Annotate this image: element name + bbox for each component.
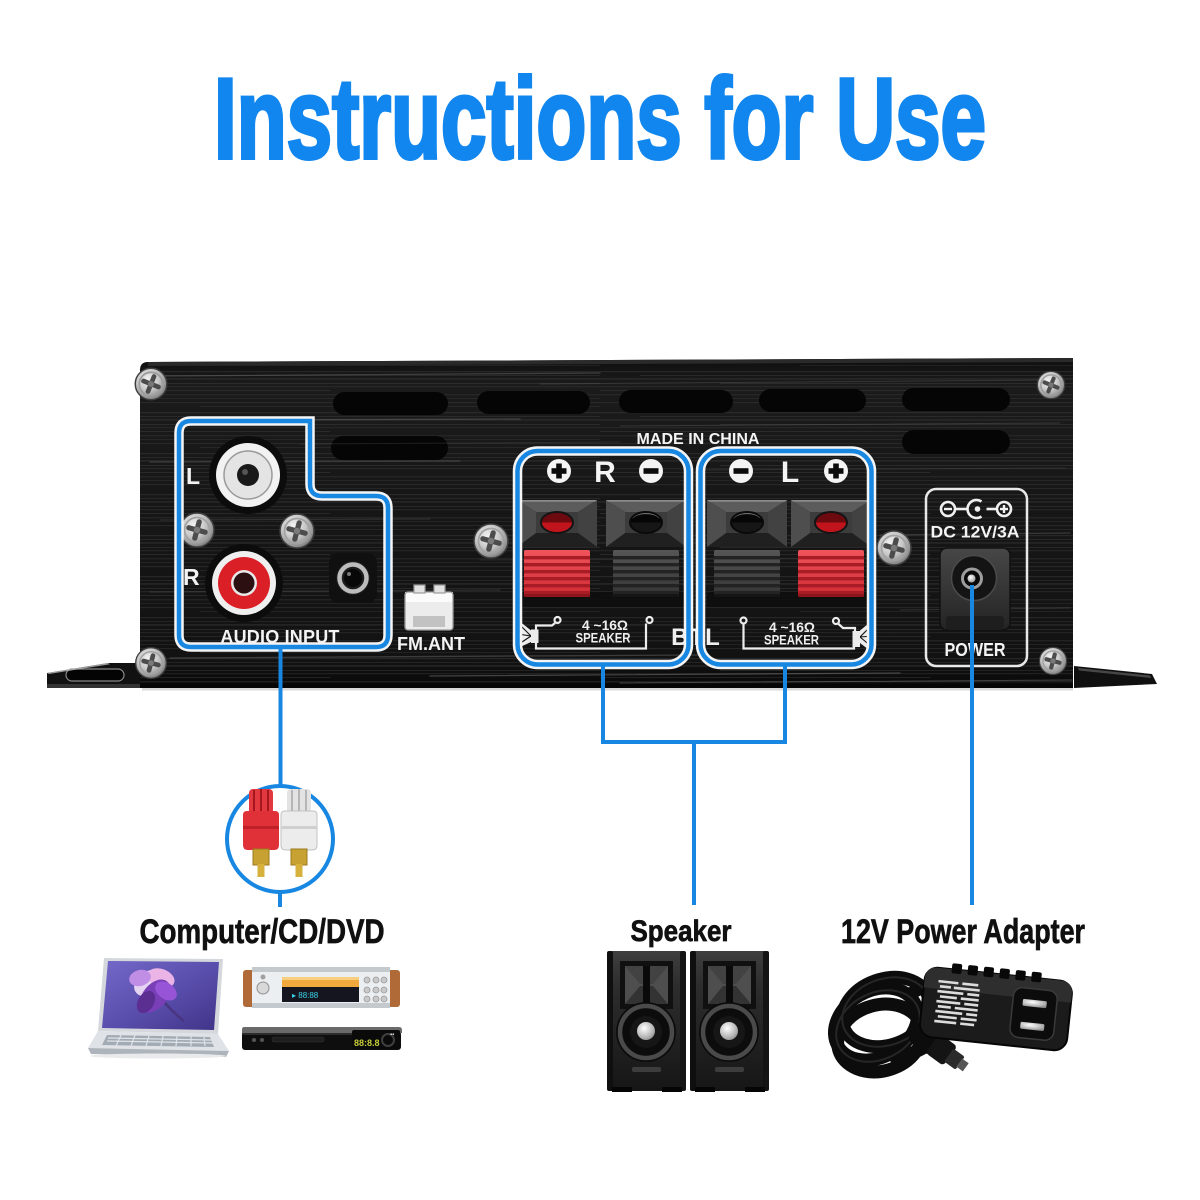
svg-text:88:8.8: 88:8.8 (354, 1038, 380, 1048)
svg-text:DC 12V/3A: DC 12V/3A (931, 524, 1020, 542)
svg-text:Speaker: Speaker (631, 915, 732, 948)
svg-text:L: L (781, 456, 799, 489)
svg-text:4 ~16Ω: 4 ~16Ω (769, 620, 815, 635)
svg-text:POWER: POWER (945, 639, 1006, 660)
svg-text:SPEAKER: SPEAKER (576, 630, 631, 646)
svg-text:Computer/CD/DVD: Computer/CD/DVD (140, 913, 385, 951)
svg-text:MADE IN CHINA: MADE IN CHINA (637, 431, 760, 448)
svg-text:SPEAKER: SPEAKER (764, 632, 819, 648)
svg-text:▸ 88:88: ▸ 88:88 (292, 991, 319, 1000)
svg-text:L: L (186, 463, 200, 489)
svg-text:FM.ANT: FM.ANT (397, 634, 465, 654)
svg-text:R: R (594, 456, 616, 489)
svg-text:4 ~16Ω: 4 ~16Ω (582, 618, 628, 633)
svg-text:▪▪: ▪▪ (390, 1032, 394, 1038)
svg-text:12V Power Adapter: 12V Power Adapter (841, 913, 1085, 951)
svg-text:BTL: BTL (671, 624, 721, 651)
svg-text:AUDIO INPUT: AUDIO INPUT (220, 627, 339, 647)
svg-text:Instructions for Use: Instructions for Use (214, 56, 986, 183)
svg-text:R: R (183, 564, 200, 590)
